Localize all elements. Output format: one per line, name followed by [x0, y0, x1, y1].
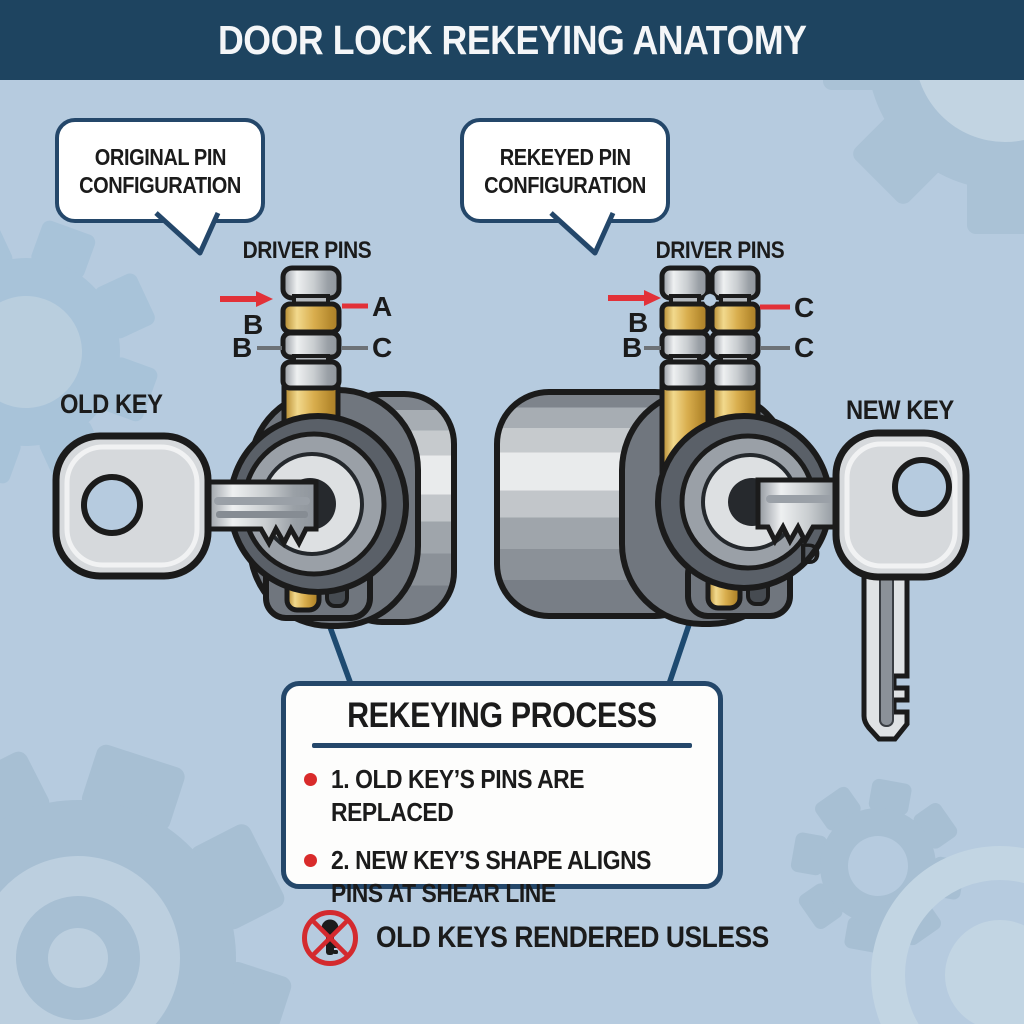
title-bar: DOOR LOCK REKEYING ANATOMY: [0, 0, 1024, 80]
driver-pins-label-left: DRIVER PINS: [242, 237, 371, 264]
pin-label-b-top-right: B: [628, 307, 649, 338]
leader-lines: [220, 290, 790, 350]
right-pin-stack: [659, 265, 761, 391]
pin-label-b-bottom-left: B: [232, 332, 253, 363]
new-key-hole: [892, 457, 952, 517]
red-arrowhead: [644, 290, 661, 306]
callout-text: REKEYED PIN: [499, 143, 631, 170]
old-key-label: OLD KEY: [60, 389, 163, 419]
gear-rings-decoration: [871, 846, 1024, 1024]
process-box: REKEYING PROCESS 1. OLD KEY’S PINS ARE R…: [281, 681, 723, 908]
process-step: 2. NEW KEY’S SHAPE ALIGNS PINS AT SHEAR …: [304, 844, 700, 910]
callout-text: CONFIGURATION: [484, 171, 646, 198]
pin-label-b-bottom-right: B: [622, 332, 643, 363]
footer-note: OLD KEYS RENDERED USLESS: [300, 906, 822, 970]
callout-tail: [549, 211, 616, 256]
process-step-text: 1. OLD KEY’S PINS ARE REPLACED: [331, 763, 585, 827]
gear-icon: [0, 744, 292, 1024]
gold-driver-pin: [709, 301, 761, 335]
page-title: DOOR LOCK REKEYING ANATOMY: [217, 16, 807, 63]
new-key-label: NEW KEY: [846, 395, 954, 425]
pin-label-d: D: [799, 538, 821, 571]
red-arrowhead: [256, 291, 273, 307]
bullet-dot: [304, 853, 317, 867]
pin-label-c-left: C: [372, 332, 393, 363]
pin-label-c-top-right: C: [794, 292, 815, 323]
new-key: [755, 429, 970, 742]
old-key-hole: [81, 474, 143, 536]
callout-tail: [154, 211, 221, 256]
callout-rekeyed-pin: REKEYED PIN CONFIGURATION: [460, 118, 670, 223]
gold-driver-pin: [659, 301, 711, 335]
pin-label-c-bottom-right: C: [794, 332, 815, 363]
left-pin-stack: [280, 265, 342, 391]
cross-lines: [310, 918, 350, 958]
gold-driver-pin: [280, 301, 342, 335]
pin-label-b-top-left: B: [243, 309, 264, 340]
process-step: 1. OLD KEY’S PINS ARE REPLACED: [304, 763, 700, 829]
pin-label-a: A: [372, 291, 393, 322]
gear-icon: [790, 778, 966, 954]
process-title: REKEYING PROCESS: [347, 696, 657, 735]
process-step-text: 2. NEW KEY’S SHAPE ALIGNS PINS AT SHEAR …: [331, 844, 651, 908]
old-key: [52, 432, 319, 580]
divider: [312, 743, 692, 748]
footer-note-text: OLD KEYS RENDERED USLESS: [376, 921, 769, 954]
callout-text: CONFIGURATION: [79, 171, 241, 198]
driver-pins-label-right: DRIVER PINS: [655, 237, 784, 264]
callout-original-pin: ORIGINAL PIN CONFIGURATION: [55, 118, 265, 223]
callout-text: ORIGINAL PIN: [94, 143, 226, 170]
no-old-keys-icon: [302, 910, 358, 966]
process-steps: 1. OLD KEY’S PINS ARE REPLACED 2. NEW KE…: [304, 763, 700, 910]
bullet-dot: [304, 772, 317, 786]
